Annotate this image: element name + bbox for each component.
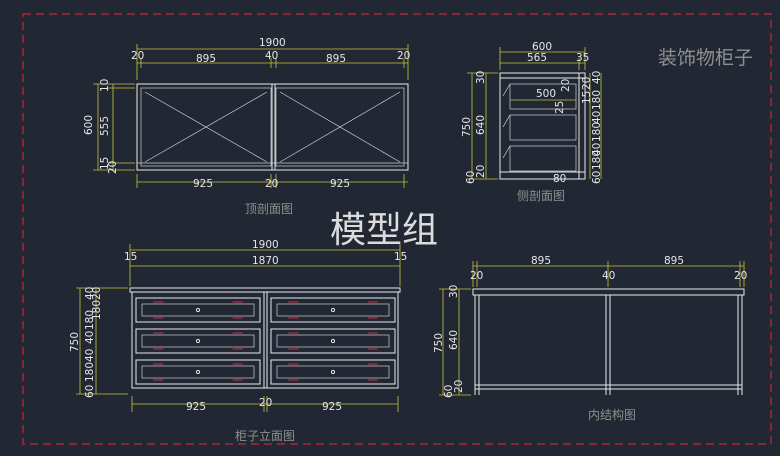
- top-dim-4: 20: [397, 50, 410, 62]
- side-section-view: 600 565 35 500 20 25 20 40 180 40 15 180…: [461, 41, 603, 185]
- drawer-knob: [195, 307, 201, 313]
- top-dim-0: 20: [131, 50, 144, 62]
- side-inner-dim-1: 20: [560, 79, 572, 92]
- side-right-dim-4: 15: [581, 91, 593, 104]
- int-left-dim-1: 30: [448, 285, 460, 298]
- top-left-dim-1: 10: [99, 79, 111, 92]
- elev-side-dim-0: 15: [124, 251, 137, 263]
- elev-side-dim-1: 15: [394, 251, 407, 263]
- top-overall-dim: 1900: [259, 37, 286, 49]
- side-right-dim-1: 40: [591, 71, 603, 84]
- int-top-dim-4: 20: [734, 270, 747, 282]
- top-section-title: 顶剖面图: [245, 202, 293, 216]
- side-top-dim-0: 600: [532, 41, 552, 53]
- drawer-front: [135, 297, 261, 323]
- elev-bottom-dim-1: 20: [259, 397, 272, 409]
- drawer-front: [135, 328, 261, 354]
- elev-left-dim-4: 180: [91, 300, 103, 320]
- top-bottom-dim-2: 925: [330, 178, 350, 190]
- elev-left-dim-0: 40: [84, 287, 96, 300]
- int-top-dim-1: 895: [531, 255, 551, 267]
- drawer-knob: [330, 307, 336, 313]
- elev-left-dim-5: 40: [84, 349, 96, 362]
- elev-left-overall: 750: [69, 332, 81, 352]
- corner-title: 装饰物柜子: [658, 47, 753, 69]
- elev-left-dim-6: 180: [84, 362, 96, 382]
- side-right-dim-6: 40: [591, 143, 603, 156]
- side-section-title: 侧剖面图: [517, 189, 565, 203]
- side-left-dim-4: 60: [465, 171, 477, 184]
- drawer-panel: [141, 334, 255, 348]
- elev-overall-dim: 1900: [252, 239, 279, 251]
- elev-bottom-dim-0: 925: [186, 401, 206, 413]
- top-dim-3: 895: [326, 53, 346, 65]
- side-right-dim-7: 180: [591, 150, 603, 170]
- elev-left-dim-1: 20: [91, 287, 103, 300]
- top-section-view: 1900 20 895 40 895 20 925 20 925 600 10 …: [83, 37, 410, 190]
- drawing-frame: [22, 13, 772, 445]
- side-right-dim-0: 20: [581, 77, 593, 90]
- side-left-dim-1: 30: [475, 71, 487, 84]
- drawer-front: [135, 359, 261, 385]
- drawer-panel: [276, 334, 390, 348]
- drawer-knob: [195, 369, 201, 375]
- drawer-knob: [330, 338, 336, 344]
- side-top-dim-1: 565: [527, 52, 547, 64]
- elev-left-dim-7: 60: [84, 385, 96, 398]
- int-top-dim-3: 895: [664, 255, 684, 267]
- drawer-front: [270, 297, 396, 323]
- elevation-view: 1900 1870 15 15 925 20 925 750 40 20 180…: [69, 239, 407, 413]
- drawer-knob: [195, 338, 201, 344]
- drawer-panel: [276, 365, 390, 379]
- top-left-dim-4: 20: [107, 161, 119, 174]
- top-bottom-dim-0: 925: [193, 178, 213, 190]
- internal-structure-view: 20 895 40 895 20 750 30 640 20 60: [433, 255, 747, 398]
- elev-inner-dim: 1870: [252, 255, 279, 267]
- top-left-dim-0: 600: [83, 115, 95, 135]
- top-left-dim-3: 15: [99, 157, 111, 170]
- side-top-dim-2: 35: [576, 52, 589, 64]
- side-bottom-dim: 80: [553, 173, 566, 185]
- drawer-panel: [276, 303, 390, 317]
- side-inner-dim-0: 500: [536, 88, 556, 100]
- top-dim-2: 40: [265, 50, 278, 62]
- side-left-dim-3: 20: [475, 165, 487, 178]
- side-inner-dim-2: 25: [554, 101, 566, 114]
- int-left-dim-0: 750: [433, 333, 445, 353]
- top-bottom-dim-1: 20: [265, 178, 278, 190]
- side-left-dim-2: 640: [475, 115, 487, 135]
- drawer-front: [270, 328, 396, 354]
- internal-title: 内结构图: [588, 407, 636, 422]
- drawer-panel: [141, 365, 255, 379]
- int-top-dim-2: 40: [602, 270, 615, 282]
- drawer-knob: [330, 369, 336, 375]
- top-left-dim-2: 555: [99, 116, 111, 136]
- drawer-panel: [141, 303, 255, 317]
- side-right-dim-8: 60: [591, 171, 603, 184]
- side-right-dim-5: 180: [591, 122, 603, 142]
- side-left-dim-0: 750: [461, 117, 473, 137]
- main-title: 模型组: [330, 210, 438, 251]
- elev-bottom-dim-2: 925: [322, 401, 342, 413]
- side-right-dim-2: 180: [591, 90, 603, 110]
- int-left-dim-3: 20: [453, 380, 465, 393]
- side-right-dim-3: 40: [591, 111, 603, 124]
- elev-left-dim-3: 40: [84, 331, 96, 344]
- int-left-dim-4: 60: [443, 385, 455, 398]
- top-dim-1: 895: [196, 53, 216, 65]
- elevation-drawers: [135, 297, 396, 385]
- int-top-dim-0: 20: [470, 270, 483, 282]
- elevation-title: 柜子立面图: [235, 428, 295, 443]
- drawer-front: [270, 359, 396, 385]
- elev-left-dim-2: 180: [84, 310, 96, 330]
- int-left-dim-2: 640: [448, 330, 460, 350]
